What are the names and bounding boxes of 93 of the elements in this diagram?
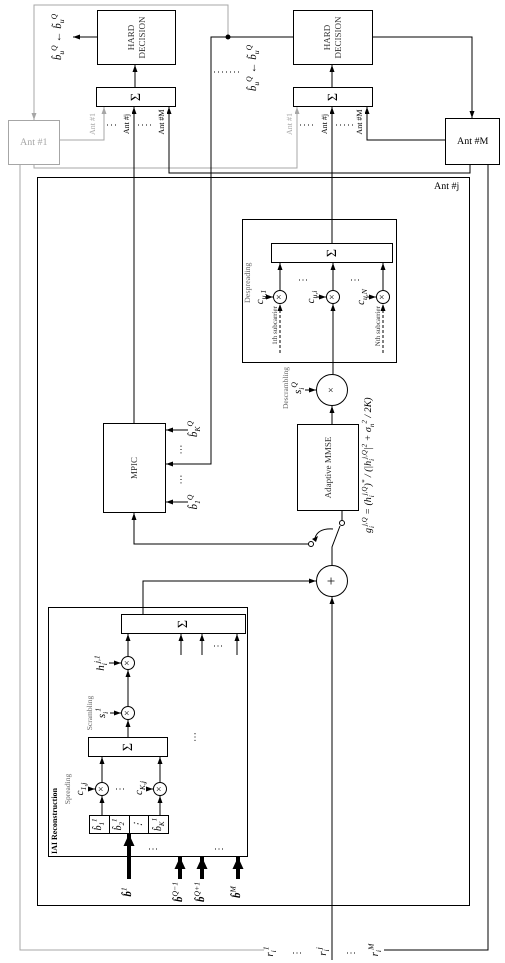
arrow bbox=[100, 756, 104, 782]
connector bbox=[384, 164, 488, 950]
edge-label: Ant #M bbox=[355, 107, 365, 137]
group-box bbox=[48, 607, 248, 857]
arrow bbox=[32, 4, 228, 120]
arrow bbox=[132, 64, 138, 88]
arrow bbox=[330, 64, 334, 88]
arrow bbox=[126, 670, 130, 706]
arrow bbox=[330, 406, 334, 424]
ellipsis: ⋮ bbox=[213, 845, 226, 853]
ellipsis: ⋯ bbox=[177, 474, 187, 486]
arrow bbox=[60, 106, 106, 140]
arrow bbox=[166, 428, 188, 432]
group-title: Despreading bbox=[243, 262, 252, 303]
group-box bbox=[242, 219, 397, 363]
thick-arrow bbox=[174, 857, 186, 879]
ellipsis: ⋮ bbox=[212, 642, 225, 650]
arrow bbox=[158, 796, 162, 816]
ellipsis: ⋮ bbox=[291, 949, 304, 957]
arrow bbox=[278, 262, 282, 290]
arrow bbox=[330, 106, 334, 244]
arrow bbox=[178, 634, 184, 656]
arrow bbox=[132, 512, 306, 544]
summation-block: Σ bbox=[271, 243, 393, 263]
arrow bbox=[110, 710, 122, 716]
arrow bbox=[330, 262, 336, 290]
decision-box: HARD DECISION bbox=[97, 10, 176, 65]
ellipsis: ⋮ bbox=[297, 276, 310, 284]
multiplier-circle: × bbox=[326, 290, 340, 304]
arrow bbox=[88, 786, 96, 792]
multiplier-circle: × bbox=[273, 290, 287, 304]
antenna-block: Ant #1 bbox=[8, 120, 60, 165]
arrow bbox=[304, 388, 316, 392]
decision-box: HARD DECISION bbox=[293, 10, 373, 65]
arrow bbox=[366, 294, 376, 300]
ellipsis: ⋯ bbox=[177, 444, 187, 456]
antenna-block: Ant #M bbox=[445, 118, 500, 165]
connector bbox=[20, 164, 264, 950]
arrow bbox=[72, 34, 98, 40]
thick-arrow bbox=[124, 834, 134, 879]
edge-label: Ant #j bbox=[320, 111, 330, 137]
panel-label: Ant #j bbox=[434, 181, 460, 192]
edge-label: Ant #j bbox=[122, 111, 132, 137]
connector bbox=[228, 36, 294, 38]
process-box: Adaptive MMSE bbox=[297, 424, 359, 511]
arrow bbox=[108, 660, 122, 666]
arrow bbox=[132, 106, 136, 424]
edge-label: Ant #M bbox=[157, 107, 167, 137]
multiplier-circle: × bbox=[316, 374, 348, 406]
arrow bbox=[380, 262, 386, 290]
group-title: IAI Reconstruction bbox=[50, 788, 59, 854]
ellipsis: ⋮ bbox=[114, 785, 127, 793]
arrow bbox=[200, 634, 204, 656]
arrow bbox=[126, 634, 130, 656]
arrow bbox=[34, 106, 300, 168]
dashed-arrow bbox=[380, 304, 386, 354]
arrow bbox=[166, 106, 470, 174]
arrow bbox=[330, 596, 334, 960]
multiplier-circle: × bbox=[121, 706, 135, 720]
arrow bbox=[142, 578, 316, 614]
arrow bbox=[158, 756, 162, 782]
arrow bbox=[264, 294, 274, 300]
arrow bbox=[166, 500, 188, 504]
ellipsis: ⋮ bbox=[349, 276, 362, 284]
dashed-arrow bbox=[278, 304, 282, 354]
arrow bbox=[100, 796, 104, 816]
thick-arrow bbox=[196, 857, 208, 879]
multiplier-circle: × bbox=[121, 656, 135, 670]
arrow bbox=[146, 786, 154, 792]
multiplier-circle: × bbox=[95, 782, 109, 796]
edge-label: Ant #1 bbox=[285, 111, 295, 137]
ellipsis: ⋮ bbox=[147, 845, 160, 853]
thick-arrow bbox=[232, 857, 244, 879]
arrow bbox=[316, 294, 326, 300]
arrow bbox=[166, 36, 228, 466]
adder-circle: + bbox=[316, 565, 348, 597]
antenna-panel bbox=[37, 177, 470, 906]
edge-label: Ant #1 bbox=[88, 111, 98, 137]
arrow bbox=[234, 634, 240, 656]
summation-block: Σ bbox=[88, 737, 168, 757]
arrow bbox=[126, 720, 130, 738]
arrow bbox=[372, 36, 474, 118]
ellipsis: ⋯ bbox=[190, 731, 202, 744]
summation-block: Σ bbox=[293, 87, 373, 107]
ellipsis: ⋮ bbox=[345, 949, 358, 957]
arrow bbox=[364, 106, 446, 140]
multiplier-circle: × bbox=[376, 290, 390, 304]
summation-block: Σ bbox=[121, 614, 246, 634]
arrow bbox=[330, 304, 336, 375]
process-box: MPIC bbox=[103, 423, 166, 513]
multiplier-circle: × bbox=[153, 782, 167, 796]
summation-block: Σ bbox=[96, 87, 176, 107]
switch-symbol bbox=[306, 519, 346, 559]
